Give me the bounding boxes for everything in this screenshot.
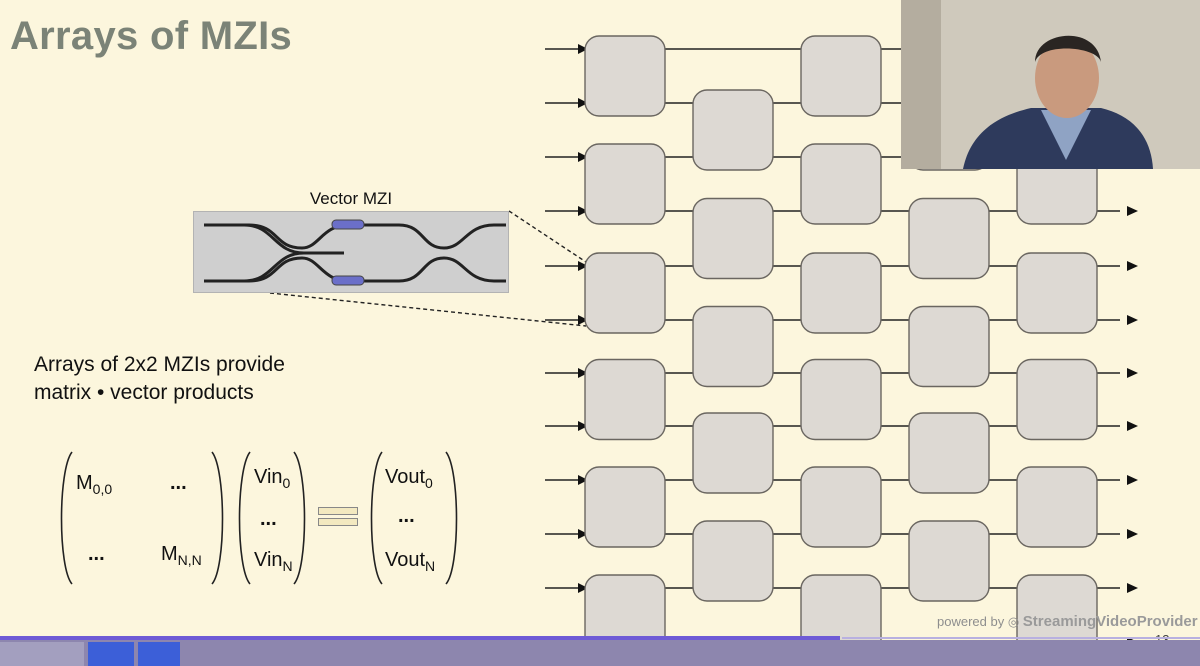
mzi-unit-box: [692, 412, 774, 494]
input-arrow: [578, 152, 588, 162]
powered-by-watermark: powered by ◎ StreamingVideoProvider: [937, 613, 1198, 630]
description-line-2: matrix • vector products: [34, 381, 254, 404]
output-arrow: [1127, 206, 1138, 216]
mzi-unit-box: [1016, 466, 1098, 548]
input-arrow: [578, 261, 588, 271]
mzi-unit-box: [908, 520, 990, 602]
mzi-unit-box: [800, 252, 882, 334]
mzi-unit-box: [584, 358, 666, 441]
input-arrow: [578, 98, 588, 108]
input-arrow: [578, 315, 588, 325]
inset-connector-top: [508, 210, 587, 263]
player-controls-bar: [0, 640, 1200, 666]
progress-track[interactable]: [842, 637, 1200, 639]
input-arrow: [578, 583, 588, 593]
vin-n: VinN: [254, 549, 293, 574]
player-control-button-2[interactable]: [138, 642, 180, 666]
mzi-unit-box: [584, 143, 666, 225]
output-arrow: [1127, 475, 1138, 485]
player-control-button[interactable]: [88, 642, 134, 666]
output-arrow: [1127, 368, 1138, 378]
input-arrow: [578, 421, 588, 431]
output-arrow: [1127, 529, 1138, 539]
equals-sign: [318, 507, 358, 529]
mzi-unit-box: [908, 412, 990, 494]
vout-dots: ...: [398, 505, 415, 527]
matrix-brackets: [60, 451, 458, 585]
mzi-unit-box: [908, 197, 990, 280]
mzi-unit-box: [584, 466, 666, 548]
output-arrow: [1127, 261, 1138, 271]
mzi-unit-box: [692, 89, 774, 171]
vout-0: Vout0: [385, 466, 433, 491]
matrix-bottom-dots: ...: [88, 543, 105, 565]
mzi-unit-box: [800, 358, 882, 441]
mzi-unit-box: [800, 35, 882, 117]
vector-mzi-inset: [193, 211, 509, 293]
mzi-unit-box: [800, 466, 882, 548]
input-arrow: [578, 206, 588, 216]
inset-connector-bottom: [269, 292, 587, 327]
mzi-unit-box: [692, 520, 774, 602]
mzi-unit-box: [908, 305, 990, 388]
slide-title: Arrays of MZIs: [10, 14, 293, 58]
mzi-unit-box: [584, 252, 666, 334]
output-arrow: [1127, 421, 1138, 431]
mzi-unit-box: [692, 197, 774, 280]
vin-0: Vin0: [254, 466, 291, 491]
matrix-m00: M0,0: [76, 472, 113, 497]
vector-mzi-label: Vector MZI: [309, 189, 393, 208]
vin-dots: ...: [260, 508, 277, 530]
presenter-webcam[interactable]: [901, 0, 1200, 169]
output-arrow: [1127, 583, 1138, 593]
output-arrow: [1127, 315, 1138, 325]
time-display: [0, 642, 84, 666]
presenter-silhouette: [901, 0, 1200, 169]
matrix-mnn: MN,N: [161, 543, 202, 568]
mzi-unit-box: [1016, 358, 1098, 441]
video-progress-bar[interactable]: [0, 636, 840, 640]
input-arrow: [578, 368, 588, 378]
mzi-unit-box: [800, 143, 882, 225]
mzi-unit-box: [692, 305, 774, 388]
description-text: Arrays of 2x2 MZIs provide matrix • vect…: [34, 351, 285, 407]
input-arrow: [578, 475, 588, 485]
mzi-unit-box: [584, 35, 666, 117]
matrix-top-dots: ...: [170, 472, 187, 494]
input-arrow: [578, 44, 588, 54]
input-arrow: [578, 529, 588, 539]
mzi-unit-box: [1016, 252, 1098, 334]
mzi-waveguide-icon: [204, 219, 506, 286]
description-line-1: Arrays of 2x2 MZIs provide: [34, 353, 285, 376]
vout-n: VoutN: [385, 549, 436, 574]
